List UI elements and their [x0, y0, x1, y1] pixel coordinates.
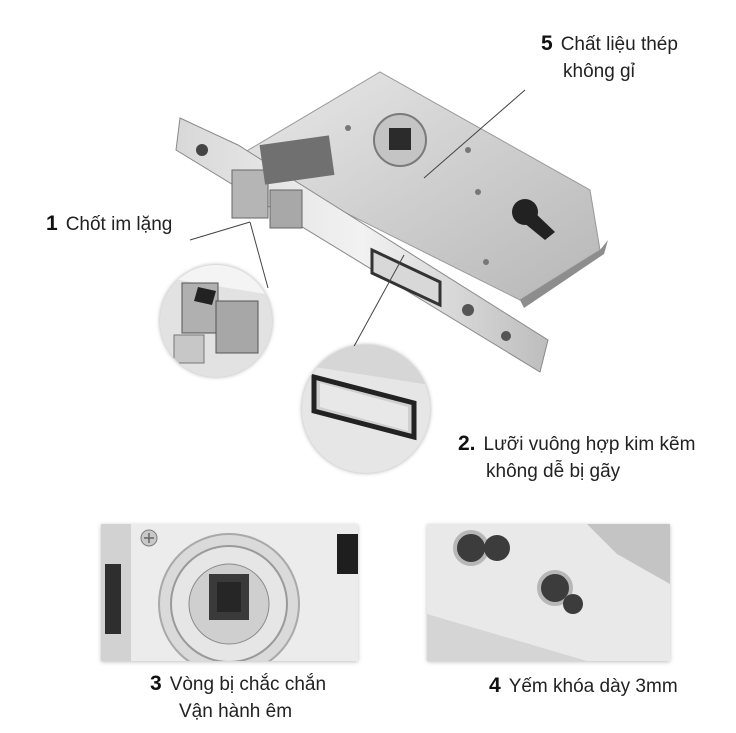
- feature-1-text: Chốt im lặng: [65, 214, 173, 235]
- bearing-ring-image: [101, 524, 358, 661]
- feature-3-text-line1: Vòng bị chắc chắn: [169, 674, 327, 695]
- feature-2-text-line1: Lưỡi vuông hợp kim kẽm: [483, 434, 696, 455]
- bolt-zoom-image: [302, 345, 430, 473]
- latch-zoom-circle: [160, 265, 272, 377]
- feature-3-text-line2: Vận hành êm: [179, 701, 293, 722]
- feature-5-text-line2: không gỉ: [563, 61, 635, 82]
- mortise-lock-image: [175, 71, 608, 373]
- bolt-zoom-circle: [302, 345, 430, 473]
- feature-4-number: 4: [489, 674, 501, 697]
- bearing-ring-photo: [101, 524, 358, 661]
- feature-4-text: Yếm khóa dày 3mm: [508, 676, 678, 697]
- feature-1-label: 1 Chốt im lặng: [46, 210, 172, 238]
- feature-3-number: 3: [150, 672, 162, 695]
- feature-3-label: 3 Vòng bị chắc chắn Vận hành êm: [150, 670, 326, 725]
- feature-5-number: 5: [541, 32, 553, 55]
- feature-2-text-line2: không dễ bị gãy: [486, 461, 621, 482]
- feature-1-number: 1: [46, 212, 58, 235]
- feature-4-label: 4 Yếm khóa dày 3mm: [489, 672, 678, 700]
- latch-zoom-image: [160, 265, 272, 377]
- feature-2-number: 2.: [458, 432, 476, 455]
- feature-5-text-line1: Chất liệu thép: [560, 34, 678, 55]
- faceplate-image: [427, 524, 670, 661]
- feature-5-label: 5 Chất liệu thép không gỉ: [541, 30, 678, 85]
- faceplate-photo: [427, 524, 670, 661]
- feature-2-label: 2. Lưỡi vuông hợp kim kẽm không dễ bị gãy: [458, 430, 695, 485]
